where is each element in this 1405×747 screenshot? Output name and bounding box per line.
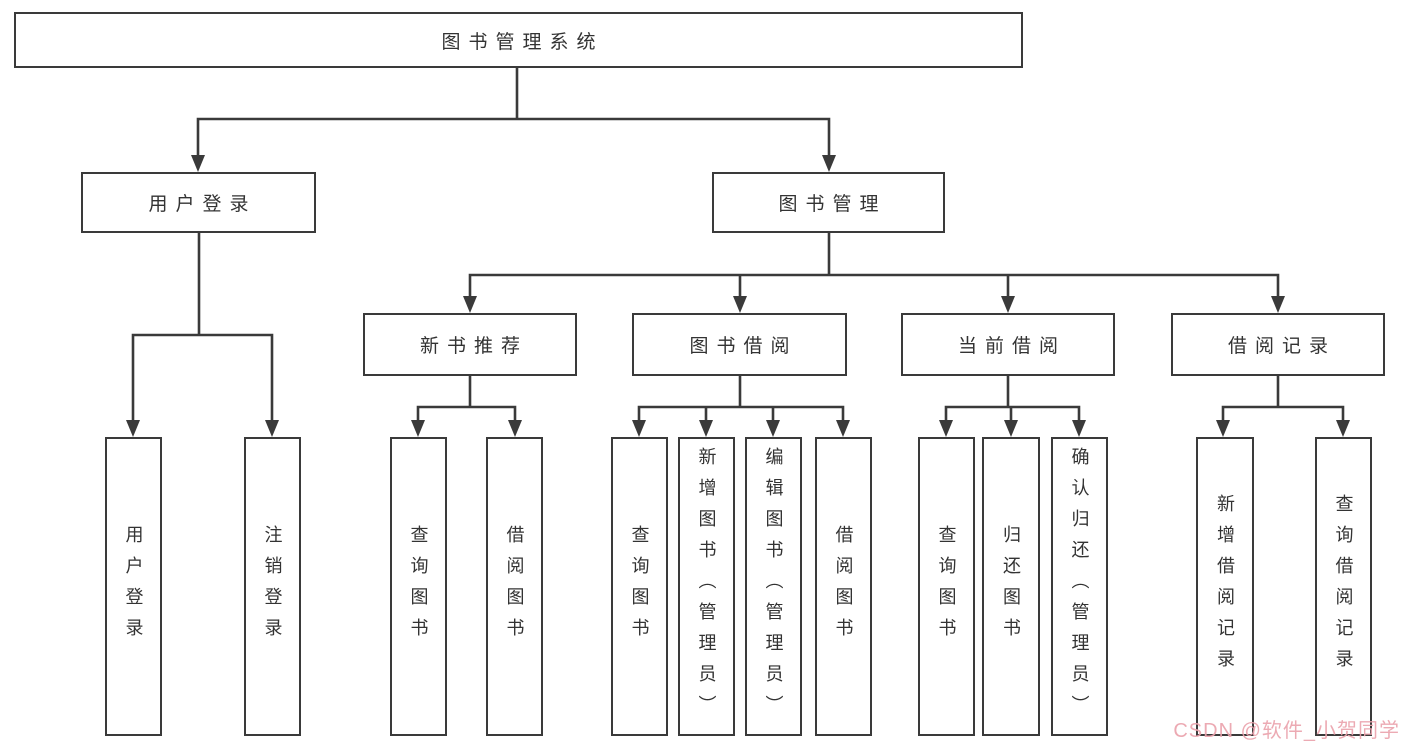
leaf-recommend-query-books: 查询图书 (390, 437, 447, 736)
leaf-borrowing-add-books-admin: 新增图书（管理员） (678, 437, 735, 736)
arrowhead-icon (939, 420, 953, 437)
leaf-borrowing-borrow-books: 借阅图书 (815, 437, 872, 736)
node-root: 图书管理系统 (14, 12, 1023, 68)
leaf-borrowing-edit-books-admin: 编辑图书（管理员） (745, 437, 802, 736)
arrowhead-icon (126, 420, 140, 437)
leaf-logout-login: 注销登录 (244, 437, 301, 736)
watermark: CSDN @软件_小贺同学 (1173, 720, 1400, 742)
connector-current-borrowing-children (944, 374, 1081, 424)
connector-book-borrowing-children (637, 374, 845, 424)
node-new-book-recommend: 新书推荐 (363, 313, 577, 376)
arrowhead-icon (836, 420, 850, 437)
node-book-borrowing: 图书借阅 (632, 313, 847, 376)
arrowhead-icon (733, 296, 747, 313)
connector-borrow-records-children (1221, 374, 1345, 424)
connector-user-login-children (131, 231, 274, 424)
connector-book-management-children (468, 231, 1280, 300)
arrowhead-icon (1336, 420, 1350, 437)
leaf-records-add-borrow-record: 新增借阅记录 (1196, 437, 1254, 736)
arrowheads (126, 155, 1350, 437)
arrowhead-icon (1216, 420, 1230, 437)
leaf-current-confirm-return-admin: 确认归还（管理员） (1051, 437, 1108, 736)
arrowhead-icon (1072, 420, 1086, 437)
arrowhead-icon (1001, 296, 1015, 313)
arrowhead-icon (411, 420, 425, 437)
arrowhead-icon (508, 420, 522, 437)
arrowhead-icon (766, 420, 780, 437)
arrowhead-icon (699, 420, 713, 437)
arrowhead-icon (463, 296, 477, 313)
arrowhead-icon (1004, 420, 1018, 437)
leaf-recommend-borrow-books: 借阅图书 (486, 437, 543, 736)
arrowhead-icon (265, 420, 279, 437)
connector-root-to-level1 (196, 66, 831, 159)
arrowhead-icon (632, 420, 646, 437)
leaf-user-login: 用户登录 (105, 437, 162, 736)
arrowhead-icon (1271, 296, 1285, 313)
node-borrow-records: 借阅记录 (1171, 313, 1385, 376)
arrowhead-icon (191, 155, 205, 172)
arrowhead-icon (822, 155, 836, 172)
leaf-borrowing-query-books: 查询图书 (611, 437, 668, 736)
node-user-login: 用户登录 (81, 172, 316, 233)
node-book-management: 图书管理 (712, 172, 945, 233)
connector-new-book-recommend-children (416, 374, 517, 424)
node-current-borrowing: 当前借阅 (901, 313, 1115, 376)
leaf-records-query-borrow-record: 查询借阅记录 (1315, 437, 1372, 736)
leaf-current-return-books: 归还图书 (982, 437, 1040, 736)
leaf-current-query-books: 查询图书 (918, 437, 975, 736)
